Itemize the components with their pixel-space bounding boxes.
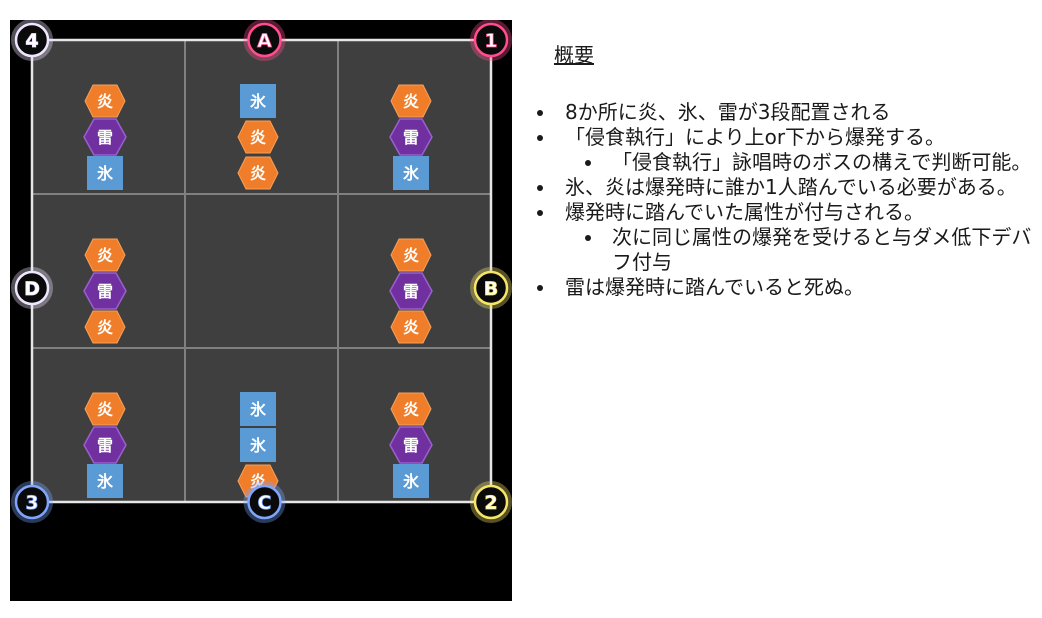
ice-tile: 氷: [87, 464, 123, 498]
waymark-3-icon: 3: [11, 481, 53, 523]
thunder-tile-label: 雷: [97, 128, 113, 147]
fire-tile-label: 炎: [97, 318, 113, 337]
thunder-tile: 雷: [83, 118, 127, 156]
fire-tile: 炎: [390, 310, 432, 344]
note-item: 雷は爆発時に踏んでいると死ぬ。: [532, 275, 1032, 300]
thunder-tile: 雷: [83, 426, 127, 464]
ice-tile: 氷: [393, 464, 429, 498]
fire-tile: 炎: [390, 238, 432, 272]
fire-tile: 炎: [84, 238, 126, 272]
ice-tile: 氷: [87, 156, 123, 190]
waymark-b-icon: B: [470, 267, 512, 309]
thunder-tile: 雷: [389, 118, 433, 156]
waymark-label: B: [484, 278, 498, 300]
thunder-tile-label: 雷: [97, 436, 113, 455]
note-item: 8か所に炎、氷、雷が3段配置される: [532, 100, 1032, 125]
thunder-tile-label: 雷: [403, 436, 419, 455]
waymark-label: A: [257, 30, 272, 52]
ice-tile-label: 氷: [250, 436, 267, 455]
waymark-2-icon: 2: [470, 481, 512, 523]
fire-tile: 炎: [237, 120, 279, 154]
waymark-label: D: [24, 278, 40, 300]
fire-tile-label: 炎: [403, 92, 419, 111]
waymark-label: 1: [484, 30, 497, 52]
fire-tile: 炎: [390, 392, 432, 426]
note-subitem: 「侵食執行」詠唱時のボスの構えで判断可能。: [532, 150, 1032, 175]
thunder-tile-label: 雷: [403, 128, 419, 147]
ice-tile-label: 氷: [403, 472, 420, 491]
fire-tile: 炎: [390, 84, 432, 118]
note-item: 氷、炎は爆発時に誰か1人踏んでいる必要がある。: [532, 175, 1032, 200]
waymark-c-icon: C: [243, 481, 286, 523]
thunder-tile: 雷: [83, 272, 127, 310]
ice-tile-label: 氷: [403, 164, 420, 183]
fire-tile-label: 炎: [250, 128, 266, 147]
fire-tile: 炎: [84, 310, 126, 344]
ice-tile-label: 氷: [97, 164, 114, 183]
thunder-tile: 雷: [389, 272, 433, 310]
ice-tile-label: 氷: [250, 92, 267, 111]
fire-tile: 炎: [84, 84, 126, 118]
notes-title: 概要: [554, 43, 594, 67]
notes-list: 8か所に炎、氷、雷が3段配置される「侵食執行」により上or下から爆発する。「侵食…: [532, 100, 1032, 300]
ice-tile: 氷: [240, 428, 276, 462]
ice-tile: 氷: [240, 392, 276, 426]
board-cell: [185, 194, 338, 348]
waymark-1-icon: 1: [470, 20, 512, 61]
fire-tile-label: 炎: [403, 246, 419, 265]
note-item: 爆発時に踏んでいた属性が付与される。: [532, 200, 1032, 225]
fire-tile-label: 炎: [403, 400, 419, 419]
ice-tile-label: 氷: [250, 400, 267, 419]
note-subitem: 次に同じ属性の爆発を受けると与ダメ低下デバフ付与: [532, 225, 1032, 275]
waymark-label: C: [258, 492, 272, 514]
thunder-tile: 雷: [389, 426, 433, 464]
fire-tile-label: 炎: [97, 246, 113, 265]
fire-tile: 炎: [237, 156, 279, 190]
fire-tile-label: 炎: [250, 164, 266, 183]
thunder-tile-label: 雷: [97, 282, 113, 301]
ice-tile-label: 氷: [97, 472, 114, 491]
fire-tile-label: 炎: [403, 318, 419, 337]
ice-tile: 氷: [240, 84, 276, 118]
thunder-tile-label: 雷: [403, 282, 419, 301]
waymark-4-icon: 4: [11, 20, 53, 61]
fire-tile-label: 炎: [97, 92, 113, 111]
waymark-label: 4: [25, 30, 38, 52]
waymark-d-icon: D: [11, 267, 53, 309]
fire-tile: 炎: [84, 392, 126, 426]
fire-tile-label: 炎: [97, 400, 113, 419]
note-item: 「侵食執行」により上or下から爆発する。: [532, 125, 1032, 150]
waymark-label: 2: [484, 492, 497, 514]
waymark-label: 3: [25, 492, 38, 514]
ice-tile: 氷: [393, 156, 429, 190]
waymark-a-icon: A: [243, 20, 286, 61]
